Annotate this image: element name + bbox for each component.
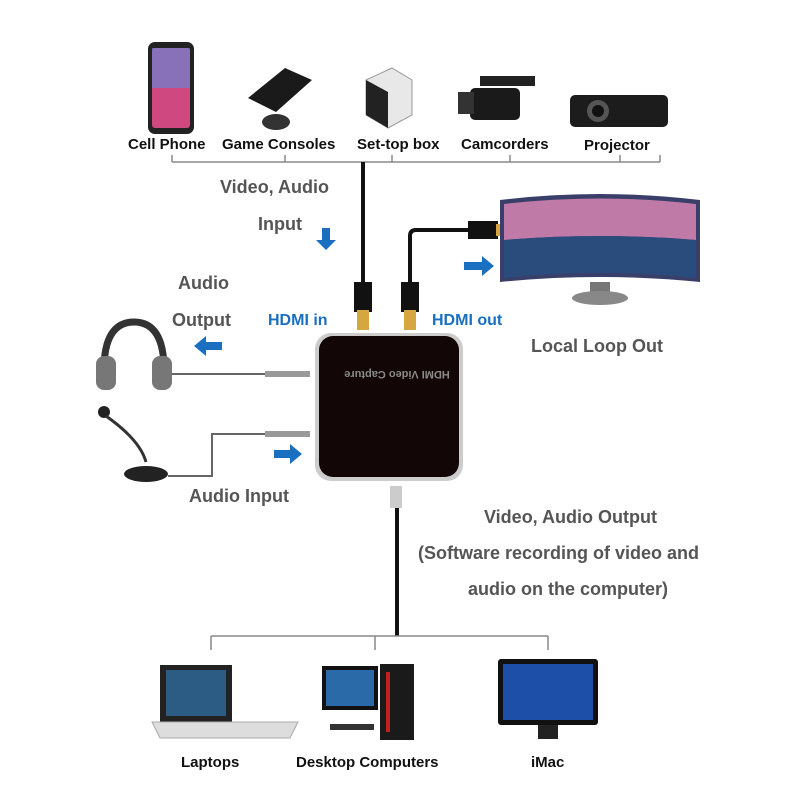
monitor-icon — [500, 194, 700, 305]
arrow-left-icon — [194, 336, 222, 356]
desktop-computer-icon — [322, 664, 414, 740]
hdmi-in-label: HDMI in — [268, 312, 328, 329]
projector-icon — [570, 95, 668, 127]
arrow-down-icon — [316, 228, 336, 250]
source-label-projector: Projector — [584, 137, 650, 154]
source-label-cell-phone: Cell Phone — [128, 136, 206, 153]
video-audio-input-label: Video, Audio — [220, 177, 330, 197]
source-bracket — [171, 155, 661, 163]
audio-in-jack — [265, 431, 310, 437]
video-audio-input-label-2: Input — [258, 214, 302, 234]
computer-bracket — [210, 635, 549, 650]
microphone-icon — [98, 406, 168, 482]
source-label-game-consoles: Game Consoles — [222, 136, 336, 153]
device-label: HDMI Video Capture — [344, 368, 450, 380]
arrow-right-icon — [464, 256, 494, 276]
headphones-icon — [96, 318, 172, 390]
arrow-right-icon — [274, 444, 302, 464]
audio-out-jack — [265, 371, 310, 377]
audio-input-label: Audio Input — [189, 486, 289, 506]
laptop-icon — [151, 665, 299, 739]
game-console-icon — [248, 68, 312, 130]
cell-phone-icon — [148, 42, 194, 134]
arrow-icons — [194, 228, 494, 464]
computer-label-imac: iMac — [531, 754, 565, 771]
audio-output-label: Audio — [178, 273, 229, 293]
hdmi-in-cable — [354, 162, 372, 330]
local-loop-out-label: Local Loop Out — [531, 336, 663, 356]
computer-label-desktop: Desktop Computers — [296, 754, 439, 771]
imac-icon — [498, 659, 598, 739]
camcorder-icon — [458, 76, 535, 120]
software-note-label: (Software recording of video and — [418, 543, 700, 563]
computer-label-laptops: Laptops — [181, 754, 240, 771]
software-note-label-2: audio on the computer) — [468, 579, 668, 599]
audio-output-label-2: Output — [172, 310, 231, 330]
hdmi-out-label: HDMI out — [432, 312, 503, 329]
audio-in-cable — [168, 433, 270, 477]
source-label-camcorders: Camcorders — [461, 136, 549, 153]
set-top-box-icon — [365, 67, 413, 129]
usb-cable — [390, 486, 402, 636]
source-label-set-top-box: Set-top box — [357, 136, 440, 153]
hdmi-out-cable — [401, 221, 510, 330]
capture-device — [315, 333, 463, 481]
video-audio-output-label: Video, Audio Output — [484, 507, 657, 527]
